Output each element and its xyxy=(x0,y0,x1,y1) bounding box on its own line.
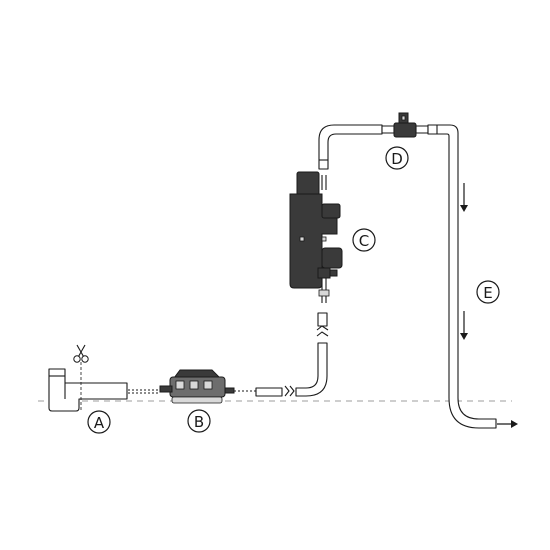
svg-text:B: B xyxy=(194,413,204,431)
part-a-drain-pipe xyxy=(48,368,160,412)
arrow-icon xyxy=(460,311,468,340)
arrow-icon xyxy=(497,420,518,428)
svg-text:E: E xyxy=(483,284,492,302)
hose-c-to-d xyxy=(318,124,383,170)
scissors-icon xyxy=(73,344,89,363)
label-e: E xyxy=(476,280,500,304)
part-e-drain-line xyxy=(427,124,497,429)
svg-text:A: A xyxy=(94,414,105,432)
svg-text:D: D xyxy=(391,150,403,168)
arrow-icon xyxy=(460,183,468,212)
label-a: A xyxy=(87,410,111,434)
label-c: C xyxy=(352,228,376,252)
label-d: D xyxy=(385,146,409,170)
part-d-valve xyxy=(381,112,429,138)
svg-text:C: C xyxy=(359,232,369,250)
hose-b-to-c xyxy=(255,312,329,397)
part-c-pump-unit xyxy=(289,171,343,303)
part-b-collector-unit xyxy=(159,369,235,404)
label-b: B xyxy=(187,409,211,433)
